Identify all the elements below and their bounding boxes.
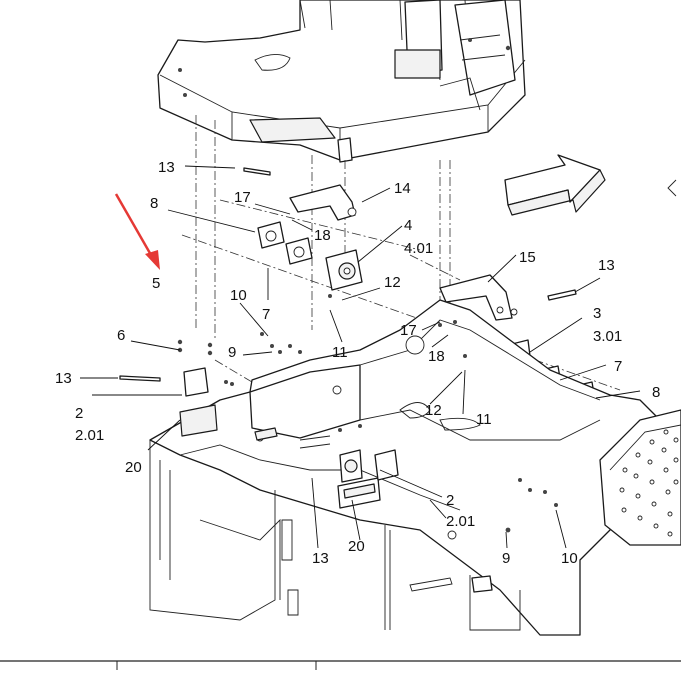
- callout-label: 13: [598, 257, 615, 274]
- callout-label: 18: [428, 348, 445, 365]
- callout-label: 9: [502, 550, 510, 567]
- callout-label: 20: [348, 538, 365, 555]
- callout-label: 4.01: [404, 240, 433, 257]
- callout-label: 2.01: [446, 513, 475, 530]
- callout-label: 14: [394, 180, 411, 197]
- callout-label: 13: [312, 550, 329, 567]
- red-indicator-arrow: [114, 193, 160, 270]
- perforated-guard: [599, 409, 681, 546]
- callout-label: 10: [230, 287, 247, 304]
- callout-label: 3.01: [593, 328, 622, 345]
- callout-label: 13: [158, 159, 175, 176]
- partial-edge-mark: [667, 179, 677, 197]
- callout-label: 9: [228, 344, 236, 361]
- callout-label: 17: [234, 189, 251, 206]
- callout-label: 15: [519, 249, 536, 266]
- main-frame: [149, 299, 661, 636]
- callout-label: 2: [446, 492, 454, 509]
- callout-label: 2: [75, 405, 83, 422]
- direction-arrow-outline: [504, 154, 606, 216]
- callout-label: 13: [55, 370, 72, 387]
- callout-label: 2.01: [75, 427, 104, 444]
- callout-label: 10: [561, 550, 578, 567]
- callout-label: 18: [314, 227, 331, 244]
- callout-label: 3: [593, 305, 601, 322]
- leader-lines: [80, 165, 641, 549]
- callout-label: 11: [332, 344, 348, 361]
- callout-label: 12: [425, 402, 442, 419]
- callout-label: 7: [614, 358, 622, 375]
- red-arrow-shaft: [114, 193, 153, 256]
- callout-label: 12: [384, 274, 401, 291]
- parts-table-header: [0, 660, 681, 670]
- callout-label: 5: [152, 275, 160, 292]
- callout-label: 7: [262, 306, 270, 323]
- fasteners: [177, 294, 558, 533]
- callout-label: 4: [404, 217, 412, 234]
- callout-label: 11: [476, 411, 492, 428]
- callout-label: 20: [125, 459, 142, 476]
- callout-label: 6: [117, 327, 125, 344]
- callout-label: 8: [150, 195, 158, 212]
- callout-label: 17: [400, 322, 417, 339]
- top-platform: [157, 0, 526, 163]
- callout-label: 8: [652, 384, 660, 401]
- callout-labels: 13 14 8 17 18 4 4.01 5 7 12 15 13 10 3 3…: [55, 159, 660, 567]
- red-arrow-head: [145, 250, 160, 270]
